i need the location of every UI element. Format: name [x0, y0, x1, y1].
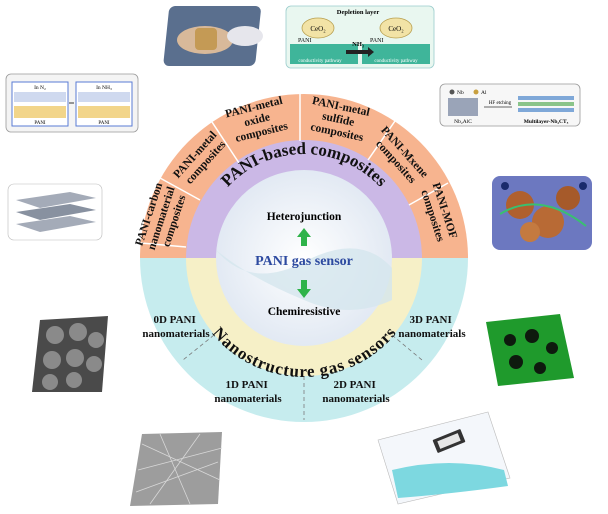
upper-dividers — [140, 94, 449, 248]
svg-text:PANI: PANI — [370, 38, 383, 44]
thumb-metal-oxide-schematic: CeO₂ CeO₂ Depletion layer NH₃ PANI PANI … — [285, 5, 435, 69]
svg-text:conductivity pathway: conductivity pathway — [374, 59, 418, 64]
svg-text:CeO₂: CeO₂ — [310, 25, 326, 33]
thumb-3d-network — [486, 314, 574, 386]
thumb-metal-composite-schematic: In N₂ In NH₃ PANI PANI — [5, 73, 139, 133]
segment-3d: 3D PANI nanomaterials — [398, 314, 466, 340]
segment-2d: 2D PANI nanomaterials — [322, 379, 390, 405]
svg-text:CeO₂: CeO₂ — [388, 25, 404, 33]
svg-text:conductivity pathway: conductivity pathway — [298, 59, 342, 64]
core-swirl — [216, 248, 392, 310]
segment-0d: 0D PANI nanomaterials — [142, 314, 210, 340]
svg-text:Depletion layer: Depletion layer — [337, 9, 380, 16]
svg-text:PANI: PANI — [34, 121, 46, 126]
svg-text:Al: Al — [481, 90, 487, 96]
svg-text:Multilayer-Nb₂CTₓ: Multilayer-Nb₂CTₓ — [524, 119, 569, 125]
segment-1d: 1D PANI nanomaterials — [214, 379, 282, 405]
svg-text:Nb: Nb — [457, 90, 464, 96]
thumb-1d-nanofiber — [130, 432, 223, 506]
arrow-down-icon — [297, 280, 311, 298]
svg-text:HF etching: HF etching — [489, 101, 512, 106]
arrow-up-icon — [297, 228, 311, 246]
thumb-mxene-schematic: Nb Al HF etching Nb₂AlC Multilayer-Nb₂CT… — [439, 83, 581, 127]
svg-text:In N₂: In N₂ — [34, 85, 46, 91]
thumb-carbon-nanomaterial — [7, 183, 103, 241]
thumb-0d-sem — [32, 316, 108, 392]
svg-text:NH₃: NH₃ — [352, 41, 364, 48]
center-title: PANI gas sensor — [255, 254, 353, 269]
mechanism-chemiresistive: Chemiresistive — [268, 306, 341, 318]
thumb-mof-composite — [492, 176, 592, 250]
lower-dividers — [182, 334, 423, 420]
thumb-2d-film — [377, 411, 511, 505]
svg-text:PANI: PANI — [98, 121, 110, 126]
svg-text:PANI: PANI — [298, 38, 311, 44]
mechanism-heterojunction: Heterojunction — [267, 211, 342, 223]
svg-text:Nb₂AlC: Nb₂AlC — [454, 119, 472, 125]
thumb-flexible-sensor-photo — [163, 6, 263, 66]
svg-text:In NH₃: In NH₃ — [96, 85, 112, 91]
